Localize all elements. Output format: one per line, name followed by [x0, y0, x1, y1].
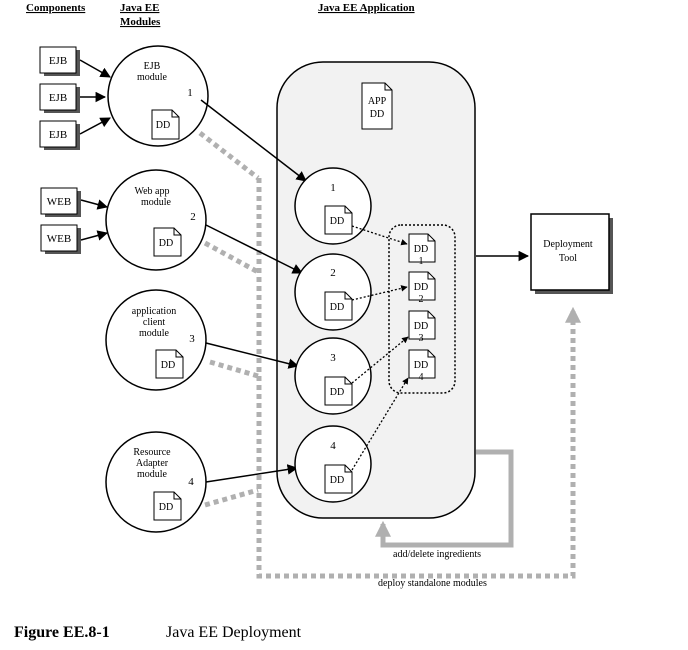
components-header: Components: [26, 2, 86, 14]
inner-module-2: 2 DD: [294, 253, 372, 331]
figure-number: Figure EE.8-1: [14, 624, 110, 641]
dd-label: DD: [159, 502, 173, 513]
dd-group-item-3: DD 3: [408, 310, 436, 344]
component-web-1: WEB: [40, 187, 81, 217]
dd-to-group-arrows: [351, 225, 409, 471]
modules-header-line2: Modules: [120, 16, 161, 28]
inner-module-4: 4 DD: [294, 425, 372, 503]
module-number: 2: [190, 211, 196, 223]
dd-subscript: 2: [419, 294, 424, 305]
dd-label: DD: [330, 216, 344, 227]
dd-group-item-4: DD 4: [408, 349, 436, 383]
module-label-line: module: [137, 469, 168, 480]
dd-label: DD: [414, 244, 428, 255]
app-dd-document: APP DD: [361, 82, 393, 130]
component-ejb-1: EJB: [39, 46, 80, 76]
module-label-line: Adapter: [136, 458, 169, 469]
dd-subscript: 1: [419, 256, 424, 267]
dd-label: DD: [159, 238, 173, 249]
inner-module-number: 2: [330, 267, 336, 279]
dd-label: DD: [330, 302, 344, 313]
dd-label: DD: [330, 475, 344, 486]
module-label-line: module: [139, 328, 170, 339]
module-label-line: EJB: [144, 61, 161, 72]
dd-label: DD: [156, 120, 170, 131]
deployment-tool-label-line2: Tool: [559, 253, 577, 264]
dd-subscript: 3: [419, 333, 424, 344]
inner-module-number: 1: [330, 182, 336, 194]
dd-group-item-1: DD 1: [408, 233, 436, 267]
dd-label: DD: [414, 360, 428, 371]
deployment-tool-label-line1: Deployment: [543, 239, 593, 250]
module-web: Web app module 2 DD: [105, 169, 207, 271]
dd-label: DD: [330, 387, 344, 398]
module-label-line: Web app: [134, 186, 169, 197]
module-application-client: application client module 3 DD: [105, 289, 207, 391]
component-label: EJB: [49, 92, 67, 104]
module-number: 1: [187, 87, 193, 99]
component-label: WEB: [47, 196, 71, 208]
dd-subscript: 4: [419, 372, 424, 383]
module-label-line: application: [132, 306, 176, 317]
app-dd-label-line1: APP: [368, 96, 387, 107]
inner-module-1: 1 DD: [294, 167, 372, 245]
module-ejb: EJB module 1 DD: [107, 45, 209, 147]
inner-module-3: 3 DD: [294, 337, 372, 415]
dd-label: DD: [161, 360, 175, 371]
dd-group-item-2: DD 2: [408, 271, 436, 305]
deploy-standalone-label: deploy standalone modules: [378, 578, 487, 589]
module-number: 3: [189, 333, 195, 345]
dd-label: DD: [414, 282, 428, 293]
module-resource-adapter: Resource Adapter module 4 DD: [105, 431, 207, 533]
component-label: EJB: [49, 55, 67, 67]
component-label: EJB: [49, 129, 67, 141]
component-to-module-arrows: [79, 59, 111, 241]
module-label-line: module: [141, 197, 172, 208]
deployment-tool-box: Deployment Tool: [530, 213, 613, 294]
module-label-line: module: [137, 72, 168, 83]
module-number: 4: [188, 476, 194, 488]
inner-module-number: 4: [330, 440, 336, 452]
module-label-line: client: [143, 317, 165, 328]
dd-label: DD: [414, 321, 428, 332]
component-web-2: WEB: [40, 224, 81, 254]
figure-title: Java EE Deployment: [166, 624, 302, 641]
component-label: WEB: [47, 233, 71, 245]
deploy-standalone-path: [198, 131, 582, 579]
inner-module-number: 3: [330, 352, 336, 364]
add-delete-label: add/delete ingredients: [393, 549, 481, 560]
component-ejb-2: EJB: [39, 83, 80, 113]
module-to-application-arrows: [200, 99, 307, 483]
module-label-line: Resource: [133, 447, 171, 458]
add-delete-loop-arrow: [374, 449, 514, 548]
application-header: Java EE Application: [318, 2, 415, 14]
app-dd-label-line2: DD: [370, 109, 384, 120]
dd-group-container: [388, 224, 456, 394]
modules-header-line1: Java EE: [120, 2, 159, 14]
component-ejb-3: EJB: [39, 120, 80, 150]
